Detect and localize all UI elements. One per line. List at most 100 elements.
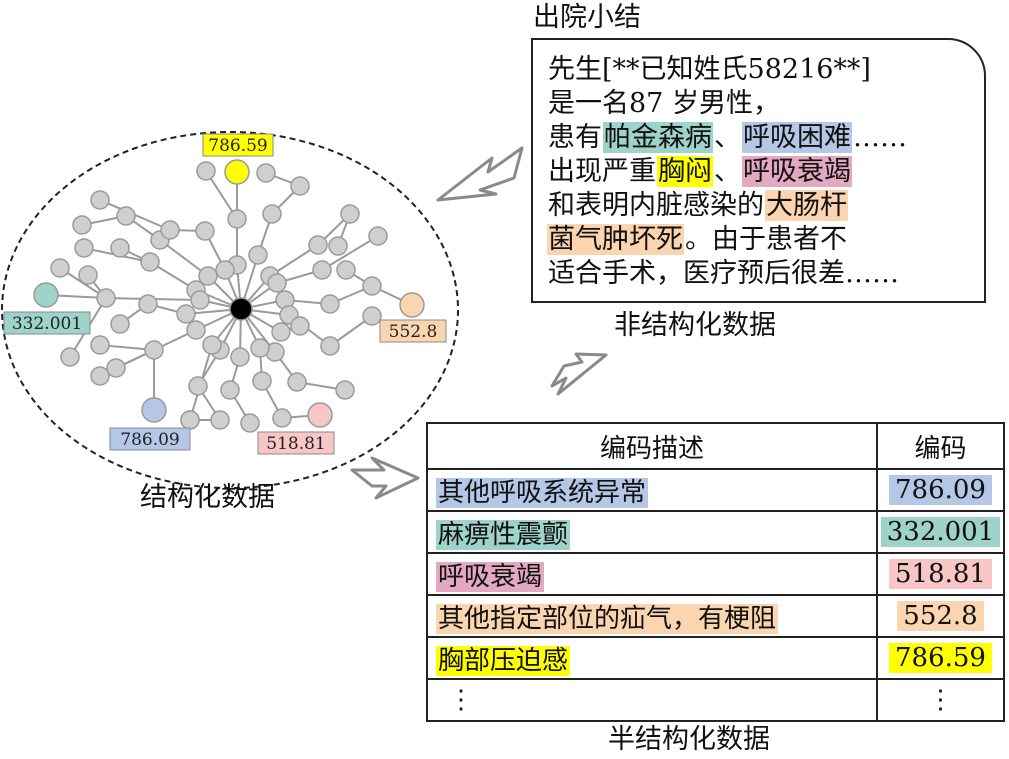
semi-structured-caption: 半结构化数据 [608,724,770,755]
graph-node [198,266,218,286]
discharge-summary-card: 先生[**已知姓氏58216**]是一名87 岁男性，患有帕金森病、呼吸困难……… [531,38,986,303]
graph-node [195,221,215,241]
code-cell: 552.8 [876,594,1005,638]
graph-node [287,372,307,392]
graph-node-bottom-right [307,402,333,428]
code-description-cell: 其他指定部位的疝气，有梗阻 [426,594,878,638]
graph-node [110,314,130,334]
code-description-cell: 麻痹性震颤 [426,510,878,554]
highlighted-term: 菌气肿坏死 [547,224,684,255]
graph-node [290,316,310,336]
graph-node-right [399,292,425,318]
graph-node [210,410,230,430]
column-header-code: 编码 [876,422,1005,470]
graph-node [312,260,332,280]
graph-node [140,252,160,272]
graph-node [271,322,291,342]
graph-node [252,371,272,391]
note-text: 出现严重 [548,156,656,187]
graph-node [106,358,126,378]
graph-node [248,245,268,265]
code-label-bottom-right: 518.81 [266,434,325,454]
arrow-note-to-graph [436,146,524,202]
note-text: 。由于患者不 [685,224,847,255]
graph-node [320,336,340,356]
code-cell: 786.09 [876,468,1005,512]
graph-node [116,206,136,226]
graph-node [144,340,164,360]
ellipsis-cell: ⋮ [876,678,1005,722]
graph-node [74,238,94,258]
code-label-box [379,319,447,343]
code-label-box [109,427,191,451]
graph-node [368,226,388,246]
graph-node [190,290,210,310]
graph-node [250,338,270,358]
graph-node [230,347,250,367]
note-text: 适合手术，医疗预后很差…… [548,258,899,289]
arrow-table-to-note [550,352,608,396]
graph-node [160,220,180,240]
code-label-box [202,133,274,157]
graph-node [290,176,310,196]
graph-node [96,288,116,308]
graph-node [138,294,158,314]
code-description: 麻痹性震颤 [436,519,571,550]
highlighted-term: 帕金森病 [603,122,713,153]
unstructured-caption: 非结构化数据 [614,310,776,341]
note-line: 患有帕金森病、呼吸困难…… [547,120,908,156]
highlighted-term: 大肠杆 [765,190,848,221]
graph-node [215,260,235,280]
graph-node [196,161,216,181]
graph-node-bottom-left [141,397,167,423]
graph-node [335,380,355,400]
code-value: 786.59 [889,643,992,673]
graph-node [336,260,356,280]
graph-node [188,376,208,396]
code-description-cell: 呼吸衰竭 [426,552,878,596]
code-label-box [257,431,335,455]
note-text: 、 [714,122,741,153]
graph-node [60,347,80,367]
table-row: 其他呼吸系统异常 786.09 [426,468,1005,512]
code-label-left: 332.001 [12,314,82,334]
graph-node [227,209,247,229]
note-text: 患有 [548,122,602,153]
note-line: 和表明内脏感染的大肠杆 [547,188,848,224]
note-line: 适合手术，医疗预后很差…… [547,256,900,292]
note-line: 出现严重胸闷、呼吸衰竭 [547,154,852,190]
graph-node [110,238,130,258]
code-value: 786.09 [889,475,992,505]
note-text: 、 [714,156,741,187]
note-text: 是一名87 岁男性， [548,88,780,119]
graph-node [50,258,70,278]
table-row: 麻痹性震颤 332.001 [426,510,1005,554]
code-cell: 332.001 [876,510,1005,554]
graph-node [362,306,382,326]
code-description: 呼吸衰竭 [436,561,545,592]
graph-node [72,215,92,235]
table-header-row: 编码描述 编码 [426,422,1005,470]
note-title: 出院小结 [533,2,641,33]
code-description: 其他呼吸系统异常 [436,477,649,508]
graph-node [362,276,382,296]
graph-edge [321,235,379,271]
note-line: 是一名87 岁男性， [547,86,781,122]
code-value: 332.001 [880,517,1001,547]
highlighted-term: 呼吸困难 [742,122,852,153]
code-description-cell: 其他呼吸系统异常 [426,468,878,512]
graph-node [320,294,340,314]
graph-node [186,320,206,340]
graph-node [220,380,240,400]
graph-node [308,235,328,255]
graph-node [90,190,110,210]
graph-node [240,413,260,433]
graph-node [256,163,276,183]
graph-node [90,335,110,355]
arrow-graph-to-table [350,456,420,500]
graph-node-top [224,159,250,185]
graph-node [176,304,196,324]
